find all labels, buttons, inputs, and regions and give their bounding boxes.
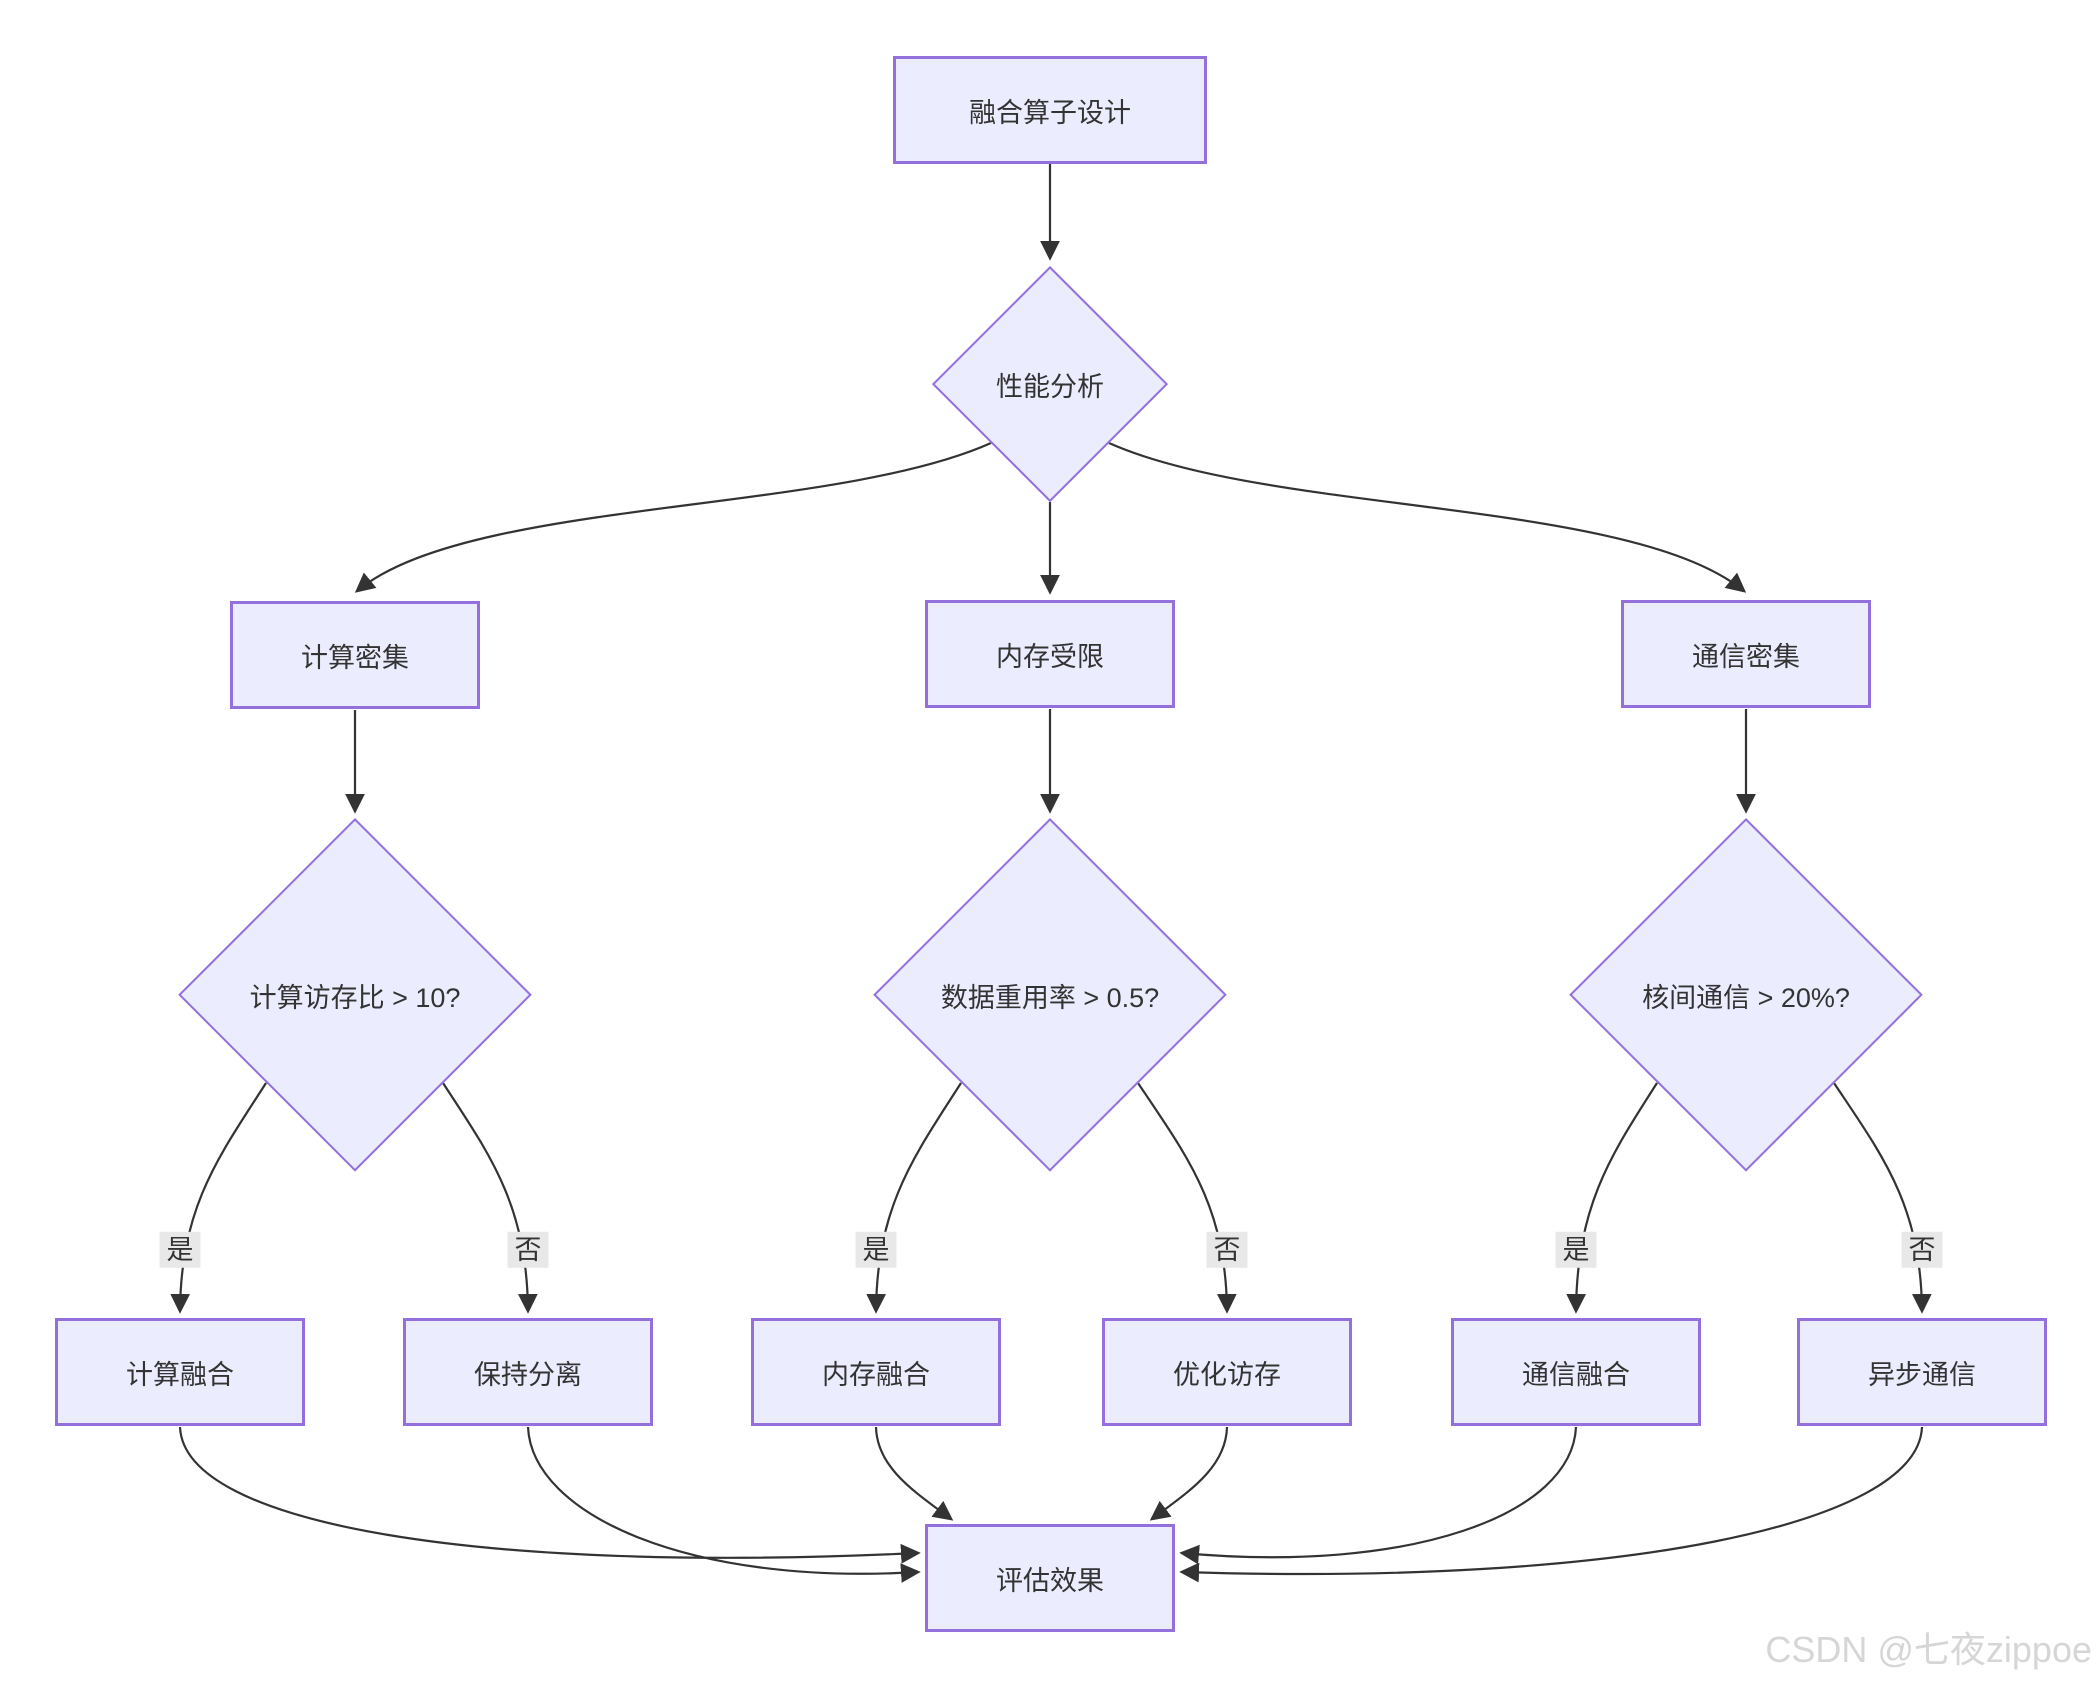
edge-fuse-compute-to-evaluate xyxy=(178,1426,921,1564)
edge-yes-to-fuse-comm xyxy=(1566,1082,1658,1314)
node-fusion-operator-design: 融合算子设计 xyxy=(893,56,1207,164)
node-label: 通信融合 xyxy=(1522,1359,1630,1390)
node-communication-fusion: 通信融合 xyxy=(1451,1318,1701,1426)
node-communication-intensive: 通信密集 xyxy=(1621,600,1871,708)
node-performance-analysis: 性能分析 xyxy=(932,266,1168,502)
edge-yes-to-fuse-memory xyxy=(866,1082,962,1314)
edge-label-no-comm: 否 xyxy=(1901,1231,1943,1269)
node-label: 核间通信 > 20%? xyxy=(1642,982,1850,1013)
edge-no-to-keep-separate xyxy=(442,1082,538,1314)
node-label: 优化访存 xyxy=(1173,1359,1281,1390)
edge-label-yes-comm: 是 xyxy=(1555,1231,1597,1269)
node-memory-bound: 内存受限 xyxy=(925,600,1175,708)
edge-yes-to-fuse-compute xyxy=(170,1082,267,1314)
edge-label-yes-compute: 是 xyxy=(159,1231,201,1269)
node-keep-separate: 保持分离 xyxy=(403,1318,653,1426)
node-label: 计算访存比 > 10? xyxy=(249,982,461,1013)
node-label: 异步通信 xyxy=(1868,1359,1976,1390)
node-compute-intensive: 计算密集 xyxy=(230,601,480,709)
node-label: 融合算子设计 xyxy=(969,97,1131,128)
node-evaluate-effect: 评估效果 xyxy=(925,1524,1175,1632)
node-label: 数据重用率 > 0.5? xyxy=(940,982,1160,1013)
edge-keep-separate-to-evaluate xyxy=(526,1426,921,1583)
node-compute-fusion: 计算融合 xyxy=(55,1318,305,1426)
node-label: 通信密集 xyxy=(1692,641,1800,672)
node-label: 内存融合 xyxy=(822,1359,930,1390)
edge-fuse-memory-to-evaluate xyxy=(874,1426,954,1521)
node-async-communication: 异步通信 xyxy=(1797,1318,2047,1426)
node-label: 性能分析 xyxy=(996,371,1104,402)
node-label: 评估效果 xyxy=(996,1565,1104,1596)
edge-async-comm-to-evaluate xyxy=(1179,1426,1924,1583)
edge-perf-to-comm xyxy=(1108,441,1747,593)
edge-fuse-comm-to-evaluate xyxy=(1179,1426,1578,1565)
decision-data-reuse-rate: 数据重用率 > 0.5? xyxy=(873,818,1227,1172)
edge-perf-to-compute xyxy=(354,441,992,593)
edge-label-no-compute: 否 xyxy=(507,1231,549,1269)
edge-optimize-access-to-evaluate xyxy=(1149,1426,1229,1521)
node-optimize-memory-access: 优化访存 xyxy=(1102,1318,1352,1426)
decision-compute-memory-ratio: 计算访存比 > 10? xyxy=(178,818,532,1172)
node-label: 计算密集 xyxy=(301,642,409,673)
node-memory-fusion: 内存融合 xyxy=(751,1318,1001,1426)
decision-intercore-communication: 核间通信 > 20%? xyxy=(1569,818,1923,1172)
edge-no-to-optimize-access xyxy=(1137,1082,1237,1314)
node-label: 保持分离 xyxy=(474,1359,582,1390)
edge-label-no-memory: 否 xyxy=(1206,1231,1248,1269)
edge-label-yes-memory: 是 xyxy=(855,1231,897,1269)
watermark-text: CSDN @七夜zippoe xyxy=(1765,1629,2092,1670)
node-label: 内存受限 xyxy=(996,641,1104,672)
edge-no-to-async-comm xyxy=(1833,1082,1932,1314)
node-label: 计算融合 xyxy=(126,1359,234,1390)
